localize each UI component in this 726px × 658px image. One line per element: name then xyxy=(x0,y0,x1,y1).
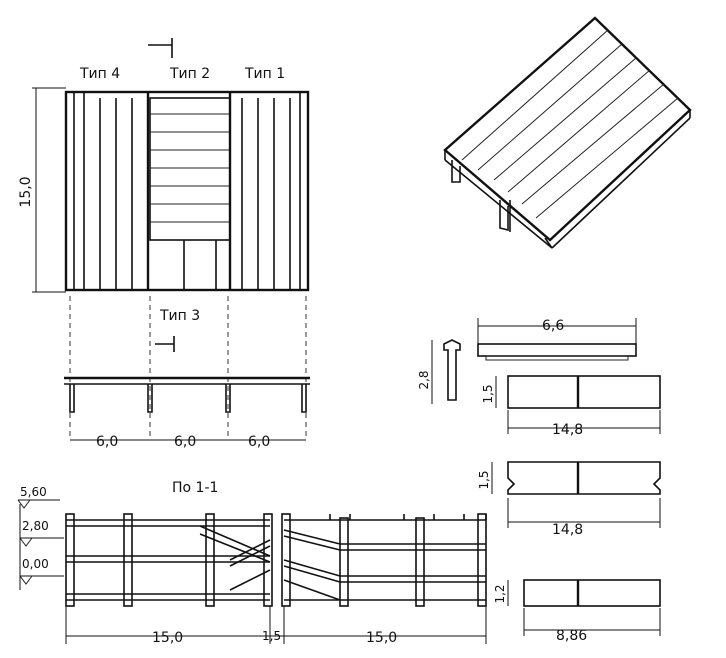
panel-width-label: 6,6 xyxy=(542,318,564,334)
section-mark-bottom xyxy=(155,336,175,352)
label-type-3: Тип 3 xyxy=(159,308,200,324)
section-span-2: 15,0 xyxy=(366,630,397,646)
section-span-dimensions: 15,0 1,5 15,0 xyxy=(65,606,487,646)
plan-frame xyxy=(64,90,310,292)
panel-type-4 xyxy=(73,92,150,290)
section-mark-top xyxy=(148,38,173,58)
level-5-60: 5,60 xyxy=(20,485,47,499)
span-3: 6,0 xyxy=(248,434,270,450)
panel-type-2 xyxy=(149,97,231,290)
level-2-80: 2,80 xyxy=(22,519,49,533)
elevation-view xyxy=(64,376,310,413)
section-span-gap: 1,5 xyxy=(262,629,281,643)
slab2-length-label: 14,8 xyxy=(552,522,583,538)
slab1-height-label: 1,5 xyxy=(481,384,495,403)
span-1: 6,0 xyxy=(96,434,118,450)
slab2-height-label: 1,5 xyxy=(477,470,491,489)
label-type-2: Тип 2 xyxy=(169,66,210,82)
section-span-1: 15,0 xyxy=(152,630,183,646)
slab3-height-label: 1,2 xyxy=(493,584,507,603)
slab1-length-label: 14,8 xyxy=(552,422,583,438)
slab3-length-label: 8,86 xyxy=(556,628,587,644)
section-title: По 1-1 xyxy=(172,480,218,496)
panel-height-label: 2,8 xyxy=(417,370,431,389)
level-marks: 5,60 2,80 0,00 xyxy=(17,485,64,590)
height-label: 15,0 xyxy=(18,176,34,207)
span-dimensions: 6,0 6,0 6,0 xyxy=(70,434,306,450)
parts-view: 6,6 2,8 1,5 14,8 1,5 14,8 1,2 8,86 xyxy=(417,318,661,644)
height-dimension: 15,0 xyxy=(18,87,66,293)
label-type-4: Тип 4 xyxy=(79,66,120,82)
plan-view: Тип 4 Тип 2 Тип 1 15,0 xyxy=(18,38,310,438)
span-2: 6,0 xyxy=(174,434,196,450)
section-view: По 1-1 5,60 2,80 0,00 xyxy=(17,480,487,646)
label-type-1: Тип 1 xyxy=(244,66,285,82)
panel-type-1 xyxy=(228,92,301,290)
level-0-00: 0,00 xyxy=(22,557,49,571)
isometric-view xyxy=(443,16,692,249)
